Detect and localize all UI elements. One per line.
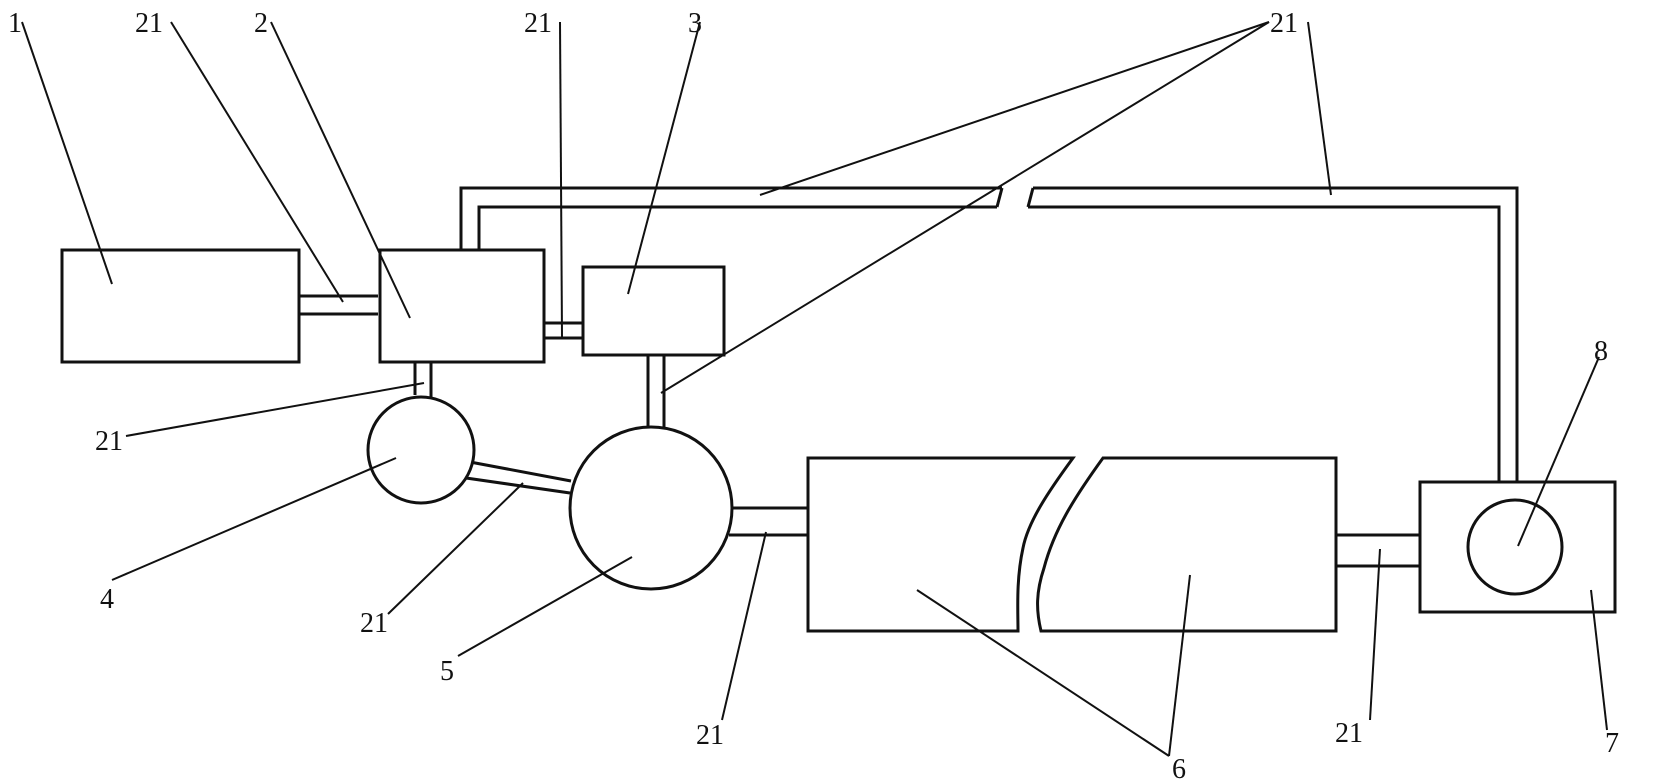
label-pipe-21-c: 21 [1270,8,1298,39]
label-pipe-21-d: 21 [95,426,123,457]
pipe-2-to-4 [413,362,433,398]
pipe-5-to-6 [729,506,808,537]
component-5-circle [568,425,734,591]
label-part-6: 6 [1172,754,1186,783]
pipe-return-2-to-7 [459,186,1519,482]
label-pipe-21-g: 21 [1335,718,1363,749]
label-part-3: 3 [688,8,702,39]
label-pipe-21-a: 21 [135,8,163,39]
label-pipe-21-b: 21 [524,8,552,39]
label-part-7: 7 [1605,728,1619,759]
component-6-tank [806,456,1338,633]
component-3-box [581,265,726,357]
label-part-2: 2 [254,8,268,39]
pipe-6-to-7 [1336,533,1420,568]
label-pipe-21-f: 21 [696,720,724,751]
component-1-box [60,248,301,364]
component-2-box [378,248,546,364]
label-part-1: 1 [8,8,22,39]
component-4-circle [366,395,476,505]
label-pipe-21-e: 21 [360,608,388,639]
pipe-3-to-5 [646,355,666,427]
label-part-8: 8 [1594,336,1608,367]
label-part-4: 4 [100,584,114,615]
pipe-1-to-2 [300,294,378,316]
pipe-4-to-5 [465,460,572,495]
label-part-5: 5 [440,656,454,687]
component-8-circle [1466,498,1564,596]
leader-lines [21,21,1608,757]
